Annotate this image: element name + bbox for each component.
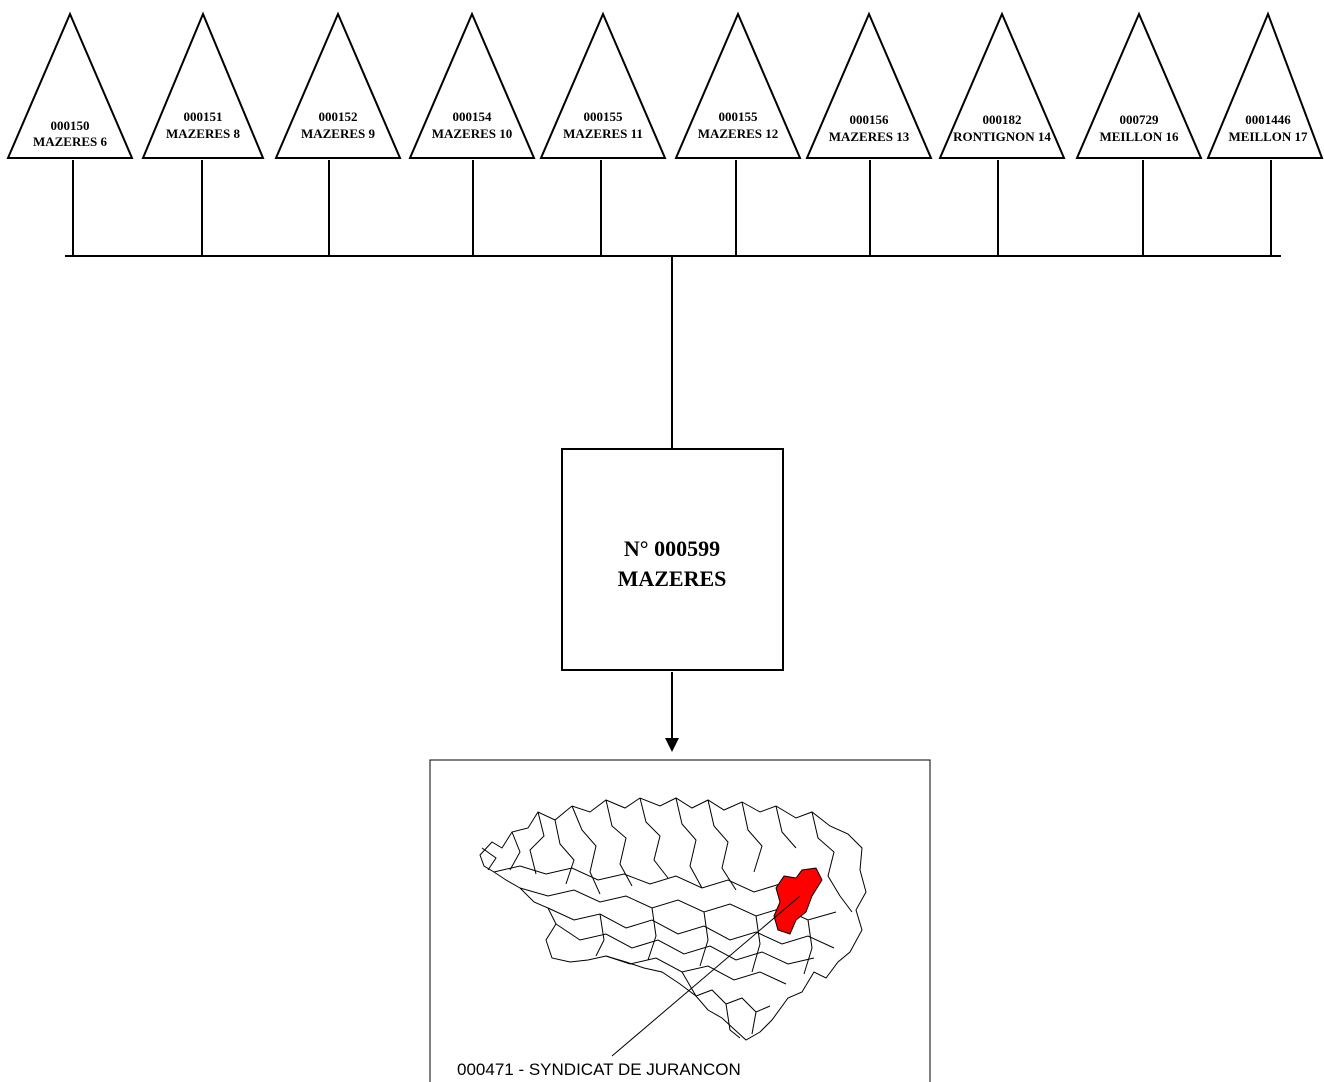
map-label: 000471 - SYNDICAT DE JURANCON — [457, 1060, 741, 1079]
source-triangle: 000155 MAZERES 11 — [539, 11, 667, 159]
source-code: 000155 — [584, 109, 624, 124]
source-name: MAZERES 8 — [166, 126, 241, 141]
source-name: RONTIGNON 14 — [953, 129, 1051, 144]
source-name: MAZERES 11 — [563, 126, 643, 141]
source-triangle: 000156 MAZERES 13 — [805, 11, 933, 159]
source-code: 000156 — [850, 112, 890, 127]
source-code: 000152 — [319, 109, 358, 124]
source-code: 000155 — [719, 109, 759, 124]
source-name: MEILLON 17 — [1228, 129, 1308, 144]
box-name: MAZERES — [618, 566, 727, 591]
box-number: N° 000599 — [624, 536, 720, 561]
source-name: MAZERES 6 — [33, 134, 108, 149]
source-triangle: 000155 MAZERES 12 — [674, 11, 802, 159]
source-triangle: 000729 MEILLON 16 — [1075, 11, 1203, 159]
source-name: MEILLON 16 — [1099, 129, 1179, 144]
department-outline — [479, 797, 867, 1041]
source-triangle: 000151 MAZERES 8 — [141, 11, 265, 159]
leader-line — [611, 895, 801, 1057]
source-triangle: 000152 MAZERES 9 — [274, 11, 402, 159]
source-name: MAZERES 9 — [301, 126, 376, 141]
source-code: 000154 — [453, 109, 493, 124]
commune-boundaries — [481, 797, 853, 1039]
source-name: MAZERES 12 — [698, 126, 779, 141]
source-name: MAZERES 10 — [432, 126, 513, 141]
source-code: 0001446 — [1245, 112, 1291, 127]
source-triangle: 000182 RONTIGNON 14 — [938, 11, 1066, 159]
source-connectors — [72, 160, 1272, 256]
location-map: 000471 - SYNDICAT DE JURANCON — [429, 759, 931, 1082]
source-triangle: 000150 MAZERES 6 — [6, 11, 134, 159]
source-name: MAZERES 13 — [829, 129, 910, 144]
source-code: 000729 — [1120, 112, 1160, 127]
source-code: 000150 — [51, 118, 90, 133]
source-triangle: 0001446 MEILLON 17 — [1206, 11, 1324, 159]
down-arrow-icon — [665, 672, 679, 752]
source-code: 000151 — [184, 109, 223, 124]
central-box: N° 000599 MAZERES — [561, 448, 784, 671]
source-code: 000182 — [983, 112, 1022, 127]
source-triangle: 000154 MAZERES 10 — [408, 11, 536, 159]
source-triangles: 000150 MAZERES 6 000151 MAZERES 8 000152… — [6, 11, 1324, 159]
highlighted-commune — [773, 867, 823, 935]
